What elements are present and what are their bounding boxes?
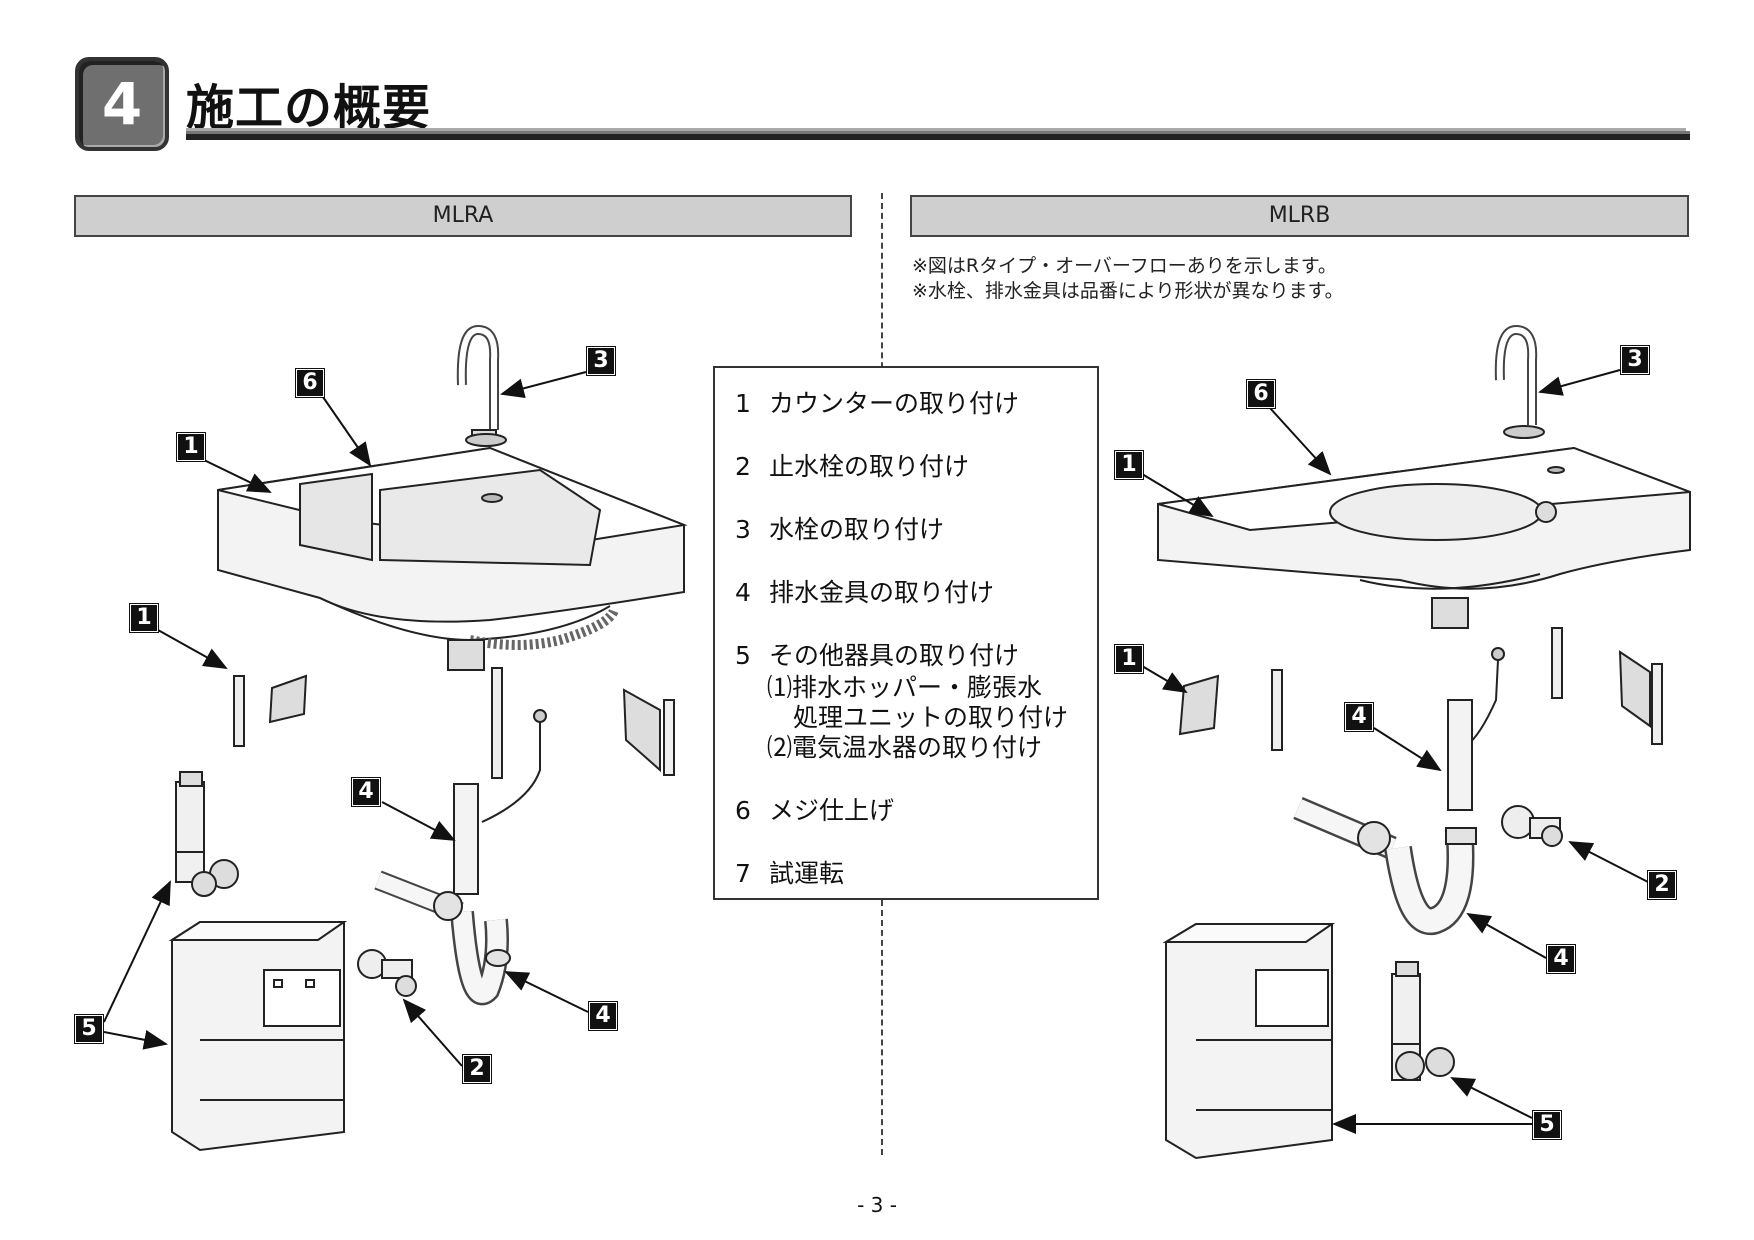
callout-right-4a: 4	[1344, 702, 1374, 732]
title-rule	[186, 131, 1690, 140]
notes: ※図はRタイプ・オーバーフローありを示します。 ※水栓、排水金具は品番により形状…	[912, 254, 1344, 304]
water-heater-icon	[168, 921, 348, 1152]
counter-sink-icon	[1157, 446, 1691, 590]
callout-left-3: 3	[586, 346, 616, 376]
model-bar-mlrb: MLRB	[910, 195, 1689, 237]
callout-right-2: 2	[1647, 870, 1677, 900]
mlrb-diagram	[1141, 324, 1691, 1160]
callout-right-1a: 1	[1114, 450, 1144, 480]
callout-right-6: 6	[1246, 379, 1276, 409]
substep-5-2: ⑵電気温水器の取り付け	[767, 733, 1043, 762]
p-trap-icon	[374, 870, 511, 1006]
note-line: ※水栓、排水金具は品番により形状が異なります。	[912, 280, 1344, 302]
bracket-icon	[233, 667, 675, 779]
title-rule-top	[186, 128, 1686, 131]
substep-5-1-cont: 処理ユニットの取り付け	[793, 703, 1069, 732]
section-title: 施工の概要	[186, 80, 432, 136]
callout-left-4b: 4	[588, 1001, 618, 1031]
counter-sink-icon	[217, 446, 688, 642]
note-line: ※図はRタイプ・オーバーフローありを示します。	[912, 255, 1337, 277]
faucet-icon	[1494, 324, 1545, 439]
bracket-icon	[1178, 627, 1663, 751]
callout-left-5: 5	[74, 1014, 104, 1044]
tailpiece-icon	[453, 783, 479, 895]
drain-hopper-icon	[1391, 961, 1455, 1081]
page-number: - 3 -	[857, 1193, 897, 1217]
drain-hopper-icon	[175, 771, 239, 897]
callout-left-6: 6	[295, 368, 325, 398]
callout-right-1b: 1	[1114, 644, 1144, 674]
stop-valve-icon	[1501, 805, 1563, 847]
substep-5-1: ⑴排水ホッパー・膨張水	[767, 673, 1043, 702]
section-number-badge: 4	[75, 57, 169, 151]
model-bar-mlra: MLRA	[74, 195, 852, 237]
stop-valve-icon	[357, 949, 417, 997]
callout-left-4a: 4	[351, 777, 381, 807]
water-heater-icon	[1162, 923, 1336, 1160]
tailpiece-icon	[1447, 699, 1473, 811]
mlra-diagram	[103, 324, 688, 1152]
callout-left-2: 2	[462, 1054, 492, 1084]
callout-right-4b: 4	[1546, 944, 1576, 974]
callout-left-1b: 1	[129, 603, 159, 633]
p-trap-icon	[1293, 796, 1477, 935]
faucet-icon	[456, 324, 507, 447]
drain-hose-icon	[469, 608, 619, 650]
callout-left-1a: 1	[176, 432, 206, 462]
callout-right-3: 3	[1620, 345, 1650, 375]
callout-right-5: 5	[1532, 1110, 1562, 1140]
